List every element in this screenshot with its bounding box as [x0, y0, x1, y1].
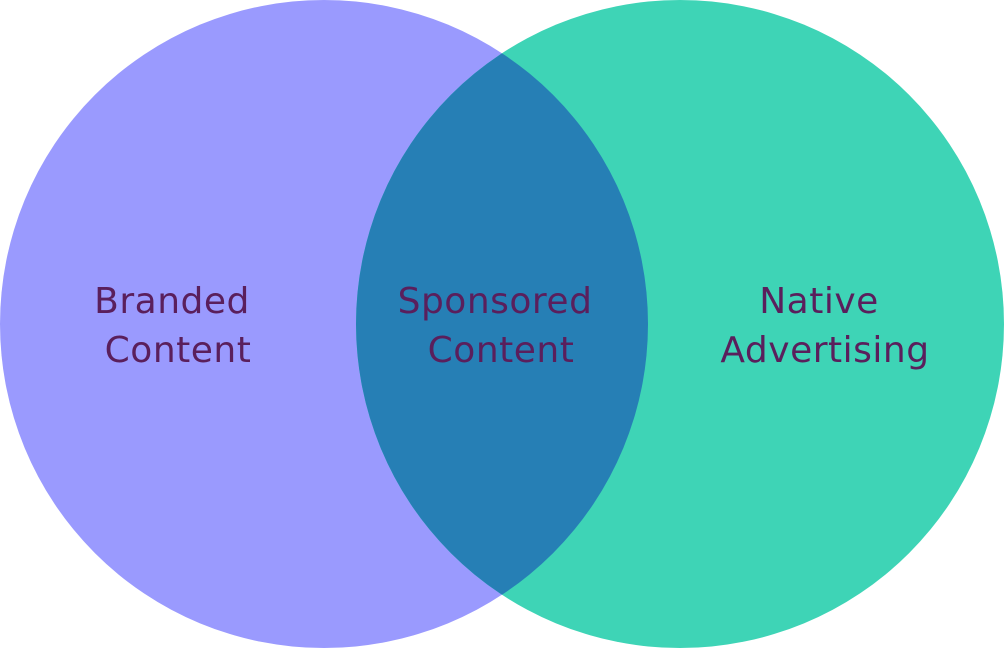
intersection-label-line-2: Content [428, 330, 575, 371]
right-set-label-line-2: Advertising [720, 330, 929, 371]
left-set-label: Branded Content [94, 281, 262, 371]
left-set-label-line-1: Branded [94, 281, 250, 322]
right-set-label-line-1: Native [759, 281, 879, 322]
intersection-label: Sponsored Content [398, 281, 605, 371]
left-set-label-line-2: Content [105, 330, 252, 371]
intersection-label-line-1: Sponsored [398, 281, 593, 322]
intersection-region [356, 0, 648, 648]
right-set-label: Native Advertising [720, 281, 929, 371]
